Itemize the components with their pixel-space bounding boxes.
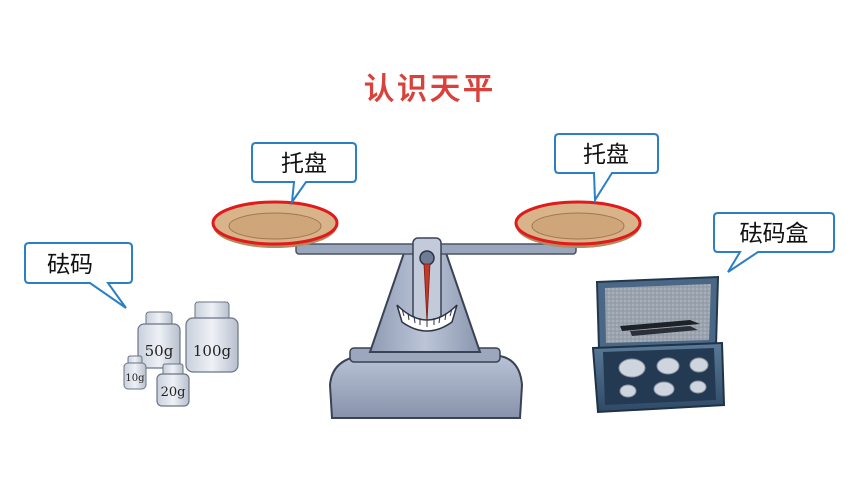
left-pan <box>211 200 339 248</box>
callout-right-pan: 托盘 <box>554 133 659 204</box>
page-title: 认识天平 <box>364 72 496 107</box>
pointer-needle <box>423 263 431 323</box>
callout-right-pan-text: 托盘 <box>583 142 629 168</box>
callout-weights-text: 砝码 <box>47 252 93 278</box>
weight-box <box>591 275 726 414</box>
scale-dial <box>396 304 458 332</box>
right-pan <box>514 200 642 248</box>
weight-100g: 100g <box>185 301 239 373</box>
weight-50g: 50g <box>137 311 181 369</box>
callout-left-pan: 托盘 <box>251 142 357 206</box>
callout-weight-box: 砝码盒 <box>713 212 835 273</box>
weights-group: 50g 100g 10g 20g <box>123 301 239 407</box>
balance <box>295 237 577 419</box>
weight-10g-label: 10g <box>125 373 145 384</box>
weight-100g-label: 100g <box>193 342 232 360</box>
weight-50g-label: 50g <box>145 342 174 360</box>
weight-20g: 20g <box>156 363 190 407</box>
balance-base <box>328 355 524 419</box>
weight-20g-label: 20g <box>161 385 186 400</box>
weight-10g: 10g <box>123 355 147 390</box>
callout-left-pan-text: 托盘 <box>281 151 327 177</box>
callout-weights: 砝码 <box>24 242 133 309</box>
callout-weight-box-text: 砝码盒 <box>740 221 809 247</box>
